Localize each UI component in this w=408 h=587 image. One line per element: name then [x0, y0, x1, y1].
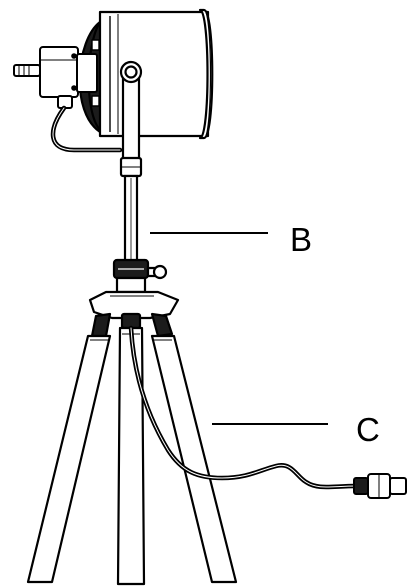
callout-c: C: [212, 411, 380, 448]
tripod-head: [88, 258, 180, 338]
telescoping-pole: [123, 174, 139, 264]
lamp-yoke: [119, 60, 143, 162]
callout-b-label: B: [290, 221, 312, 258]
lamp-body: [98, 10, 210, 138]
lamp-front-rim: [198, 8, 214, 140]
lamp-head: [78, 8, 214, 140]
tripod-legs: [26, 326, 238, 586]
callout-c-label: C: [356, 411, 380, 448]
tripod-leg-center: [116, 326, 146, 586]
tripod-leg-left: [26, 334, 112, 584]
switch-knob-icon: [13, 64, 41, 77]
tripod-leg-right: [150, 334, 238, 584]
callout-b: B: [150, 221, 312, 258]
pole-collar: [119, 156, 143, 178]
plug-icon: [353, 473, 407, 499]
power-cord: [128, 325, 359, 490]
lock-knob-icon: [146, 264, 168, 280]
switch-box: [13, 46, 98, 109]
